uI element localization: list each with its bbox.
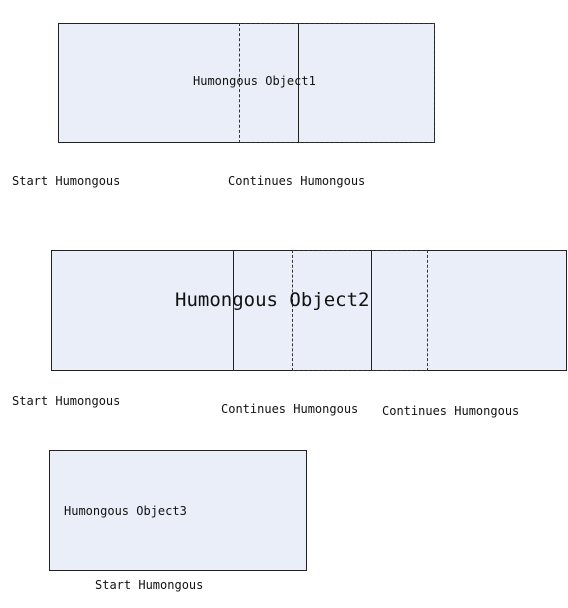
object1-region-start (58, 23, 299, 143)
object3-title: Humongous Object3 (64, 504, 187, 518)
object2-dashed-outline (292, 250, 428, 371)
object2-label-continues-1: Continues Humongous (221, 402, 359, 416)
object1-label-start: Start Humongous (12, 174, 121, 188)
object2-label-continues-2: Continues Humongous (382, 404, 520, 418)
object3-label-start: Start Humongous (95, 578, 204, 592)
object2-title: Humongous Object2 (175, 289, 370, 311)
object1-divider (298, 23, 299, 143)
object2-label-start: Start Humongous (12, 394, 121, 408)
object2-region-continues-2 (371, 250, 567, 371)
object1-title: Humongous Object1 (193, 74, 316, 88)
object3-region-start (49, 450, 307, 571)
object2-region-start (51, 250, 234, 371)
object1-dashed-outline (239, 23, 435, 143)
object1-region-continues (298, 23, 435, 143)
object2-divider-1 (233, 250, 234, 371)
object1-label-continues: Continues Humongous (228, 174, 366, 188)
object2-divider-2 (371, 250, 372, 371)
